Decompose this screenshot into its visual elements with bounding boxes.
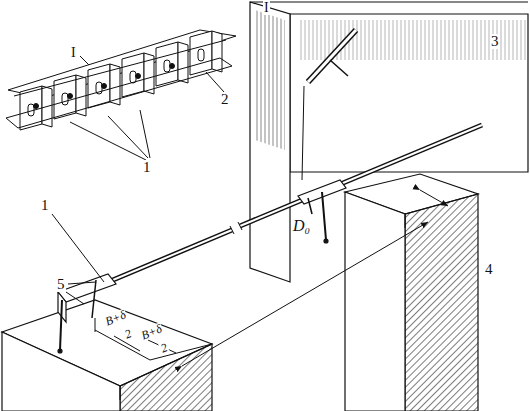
inset-stroke: [88, 64, 110, 108]
inset-stroke: [102, 84, 107, 89]
callout-number: 1: [142, 160, 152, 175]
callout-number: I: [263, 1, 270, 15]
inset-stroke: [136, 74, 141, 79]
callout-number: 2: [220, 92, 230, 107]
inset-stroke: [62, 93, 68, 105]
inset-stroke: [212, 31, 222, 72]
end-fittings: [58, 30, 356, 353]
dimension-text: D₀: [292, 218, 311, 234]
inset-stroke: [190, 31, 212, 75]
inset-stroke: [156, 42, 178, 86]
inset-stroke: [130, 71, 136, 83]
callout-number: I: [70, 46, 77, 60]
inset-stroke: [170, 64, 175, 69]
inset-stroke: [34, 104, 39, 109]
rod: [70, 125, 482, 298]
inset-stroke: [198, 49, 204, 61]
callout-number: 3: [490, 34, 500, 49]
inset-grid: [6, 30, 236, 130]
inset-stroke: [122, 53, 144, 97]
inset-stroke: [20, 86, 42, 130]
inset-stroke: [178, 42, 188, 83]
inset-stroke: [14, 40, 226, 96]
callout-number: 5: [56, 277, 66, 292]
inset-stroke: [68, 94, 73, 99]
dimension-lines: [95, 190, 448, 400]
callout-number: 4: [484, 262, 494, 277]
callout-number: 1: [40, 198, 50, 213]
